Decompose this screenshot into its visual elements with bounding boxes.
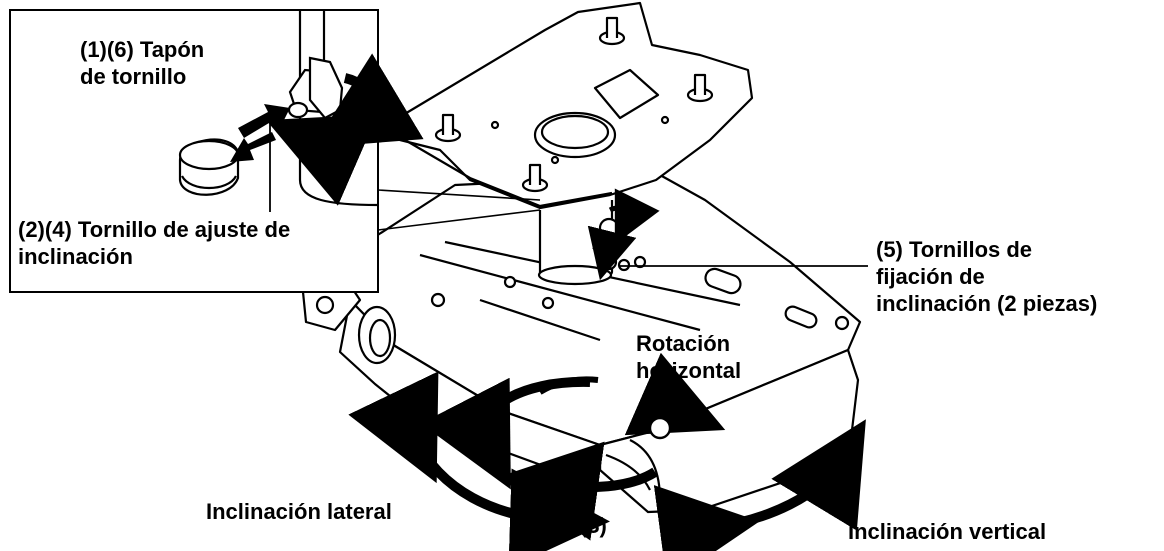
label-vertical-tilt: Inclinación vertical <box>848 519 1047 544</box>
label-fixing-screws-line1: (5) Tornillos de <box>876 237 1033 262</box>
label-step-3: (3) <box>580 513 607 538</box>
label-screw-cap: (1)(6) Tapón de tornillo <box>80 36 204 90</box>
label-screw-cap-line2: de tornillo <box>80 64 187 89</box>
rotate-arrow-icon <box>587 225 637 281</box>
label-horizontal-rotation-line1: Rotación <box>636 331 731 356</box>
label-adjust-screw-line2: inclinación <box>18 244 133 269</box>
rotate-arrow-icon <box>624 352 726 436</box>
label-fixing-screws-line3: inclinación (2 piezas) <box>876 291 1098 316</box>
screw-cap <box>178 138 240 196</box>
label-horizontal-rotation-line2: horizontal <box>636 358 742 383</box>
label-fixing-screws: (5) Tornillos de fijación de inclinación… <box>876 236 1097 317</box>
label-horizontal-rotation: Rotación horizontal <box>636 330 741 384</box>
label-adjust-screw: (2)(4) Tornillo de ajuste de inclinación <box>18 216 290 270</box>
rotate-arrow-icon <box>608 188 660 245</box>
double-arrow-icon <box>653 419 866 551</box>
push-pull-arrow-icon <box>230 104 290 162</box>
label-fixing-screws-line2: fijación de <box>876 264 985 289</box>
inset-detail <box>9 9 424 293</box>
rotate-arrow-icon <box>266 114 378 206</box>
label-adjust-screw-line1: (2)(4) Tornillo de ajuste de <box>18 217 291 242</box>
label-screw-cap-line1: (1)(6) Tapón <box>80 37 205 62</box>
mount-plate <box>396 1 754 210</box>
label-lateral-tilt: Inclinación lateral <box>206 499 392 524</box>
rotate-arrow-icon <box>498 441 658 541</box>
